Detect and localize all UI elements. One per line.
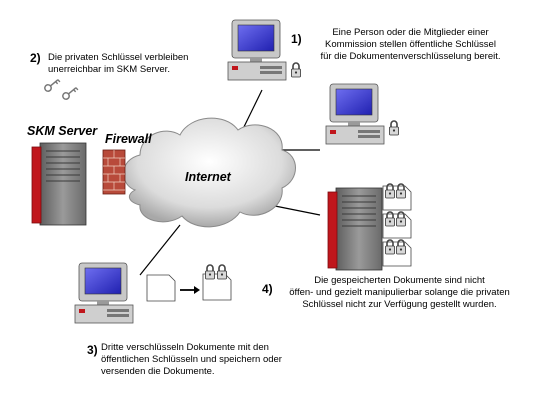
note-2-line: unerreichbar im SKM Server. [48, 64, 170, 75]
locked-document-stack [383, 184, 411, 266]
locked-document-icon [383, 184, 411, 210]
note-4-number: 4) [262, 282, 273, 296]
note-4-line: öffen- und gezielt manipulierbar solange… [289, 287, 510, 298]
key-icon [62, 87, 79, 100]
padlock-icon [388, 120, 400, 136]
note-1-line: Eine Person oder die Mitglieder einer [332, 27, 489, 38]
skm-server-label: SKM Server [27, 124, 98, 138]
note-4-text: Die gespeicherten Dokumente sind nicht ö… [272, 275, 527, 311]
server-icon [327, 187, 383, 271]
note-4-line: Die gespeicherten Dokumente sind nicht [314, 275, 485, 286]
padlock-icon [290, 62, 302, 78]
firewall-icon [102, 149, 126, 195]
locked-document-icon [383, 212, 411, 238]
internet-cloud-icon [123, 117, 296, 228]
skm-server-icon [31, 142, 87, 226]
key-icon [44, 79, 61, 92]
locked-document-icon [383, 240, 411, 266]
desktop-computer-icon [227, 19, 287, 81]
document-icon [146, 274, 176, 302]
note-3-line: versenden die Dokumente. [101, 366, 215, 377]
note-4-line: Schlüssel nicht zur Verfügung gestellt w… [302, 299, 497, 310]
note-2-number: 2) [30, 51, 41, 65]
link-third-party-pc [139, 224, 181, 276]
note-1-text: Eine Person oder die Mitglieder einer Ko… [303, 27, 518, 63]
note-1-line: für die Dokumentenverschlüsselung bereit… [320, 51, 501, 62]
link-document-server [269, 204, 321, 216]
note-3-line: öffentlichen Schlüsseln und speichern od… [101, 354, 282, 365]
note-3-number: 3) [87, 343, 98, 357]
firewall-label: Firewall [105, 132, 152, 146]
internet-label: Internet [185, 170, 231, 184]
locked-document-icon [202, 264, 232, 301]
note-1-line: Kommission stellen öffentliche Schlüssel [325, 39, 496, 50]
desktop-computer-icon [325, 83, 385, 145]
note-1-number: 1) [291, 32, 302, 46]
note-3-line: Dritte verschlüsseln Dokumente mit den [101, 342, 269, 353]
arrow-right-icon [180, 286, 200, 294]
note-2-text: Die privaten Schlüssel verbleiben unerre… [48, 52, 228, 76]
desktop-computer-icon [74, 262, 134, 324]
note-3-text: Dritte verschlüsseln Dokumente mit den ö… [101, 342, 341, 378]
note-2-line: Die privaten Schlüssel verbleiben [48, 52, 189, 63]
